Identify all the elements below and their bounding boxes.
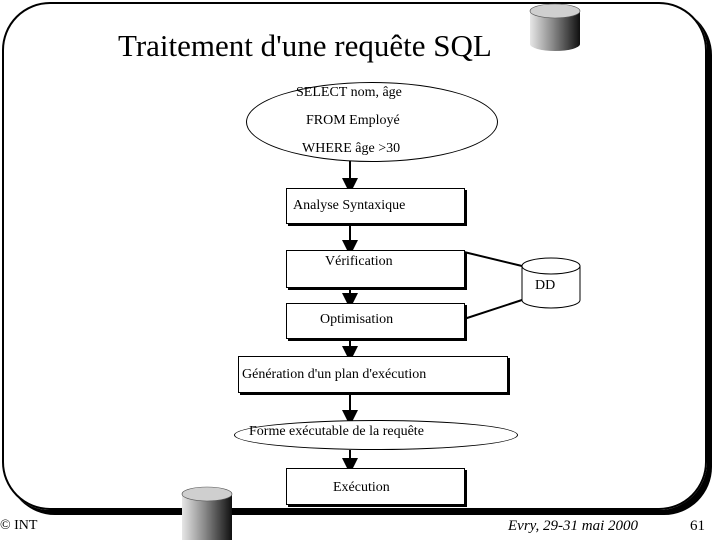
query-line-where: WHERE âge >30 <box>302 141 401 156</box>
slide-frame <box>2 2 707 510</box>
step-optimisation: Optimisation <box>286 303 465 339</box>
step-optimisation-label: Optimisation <box>320 312 394 327</box>
slide-title: Traitement d'une requête SQL <box>118 28 492 63</box>
step-generation-label: Génération d'un plan d'exécution <box>242 367 427 382</box>
step-forme-label: Forme exécutable de la requête <box>249 424 424 439</box>
query-line-from: FROM Employé <box>306 113 400 128</box>
step-analyse: Analyse Syntaxique <box>286 188 465 224</box>
link-optimisation-dd <box>463 299 523 320</box>
step-verification-label: Vérification <box>325 254 393 269</box>
link-verification-dd <box>463 251 523 267</box>
step-execution: Exécution <box>286 468 465 505</box>
footer-copyright: © INT <box>0 518 38 533</box>
database-cylinder-icon <box>529 3 581 51</box>
database-cylinder-icon <box>181 486 233 540</box>
query-ellipse <box>246 82 498 162</box>
step-generation: Génération d'un plan d'exécution <box>238 356 508 393</box>
step-forme <box>234 420 518 450</box>
step-analyse-label: Analyse Syntaxique <box>293 198 406 213</box>
dd-cylinder <box>521 257 581 309</box>
dd-label: DD <box>535 278 556 293</box>
footer-place-date: Evry, 29-31 mai 2000 <box>508 518 638 534</box>
step-execution-label: Exécution <box>333 480 390 495</box>
query-line-select: SELECT nom, âge <box>296 85 402 100</box>
footer-page-number: 61 <box>690 518 705 534</box>
step-verification: Vérification <box>286 250 465 288</box>
